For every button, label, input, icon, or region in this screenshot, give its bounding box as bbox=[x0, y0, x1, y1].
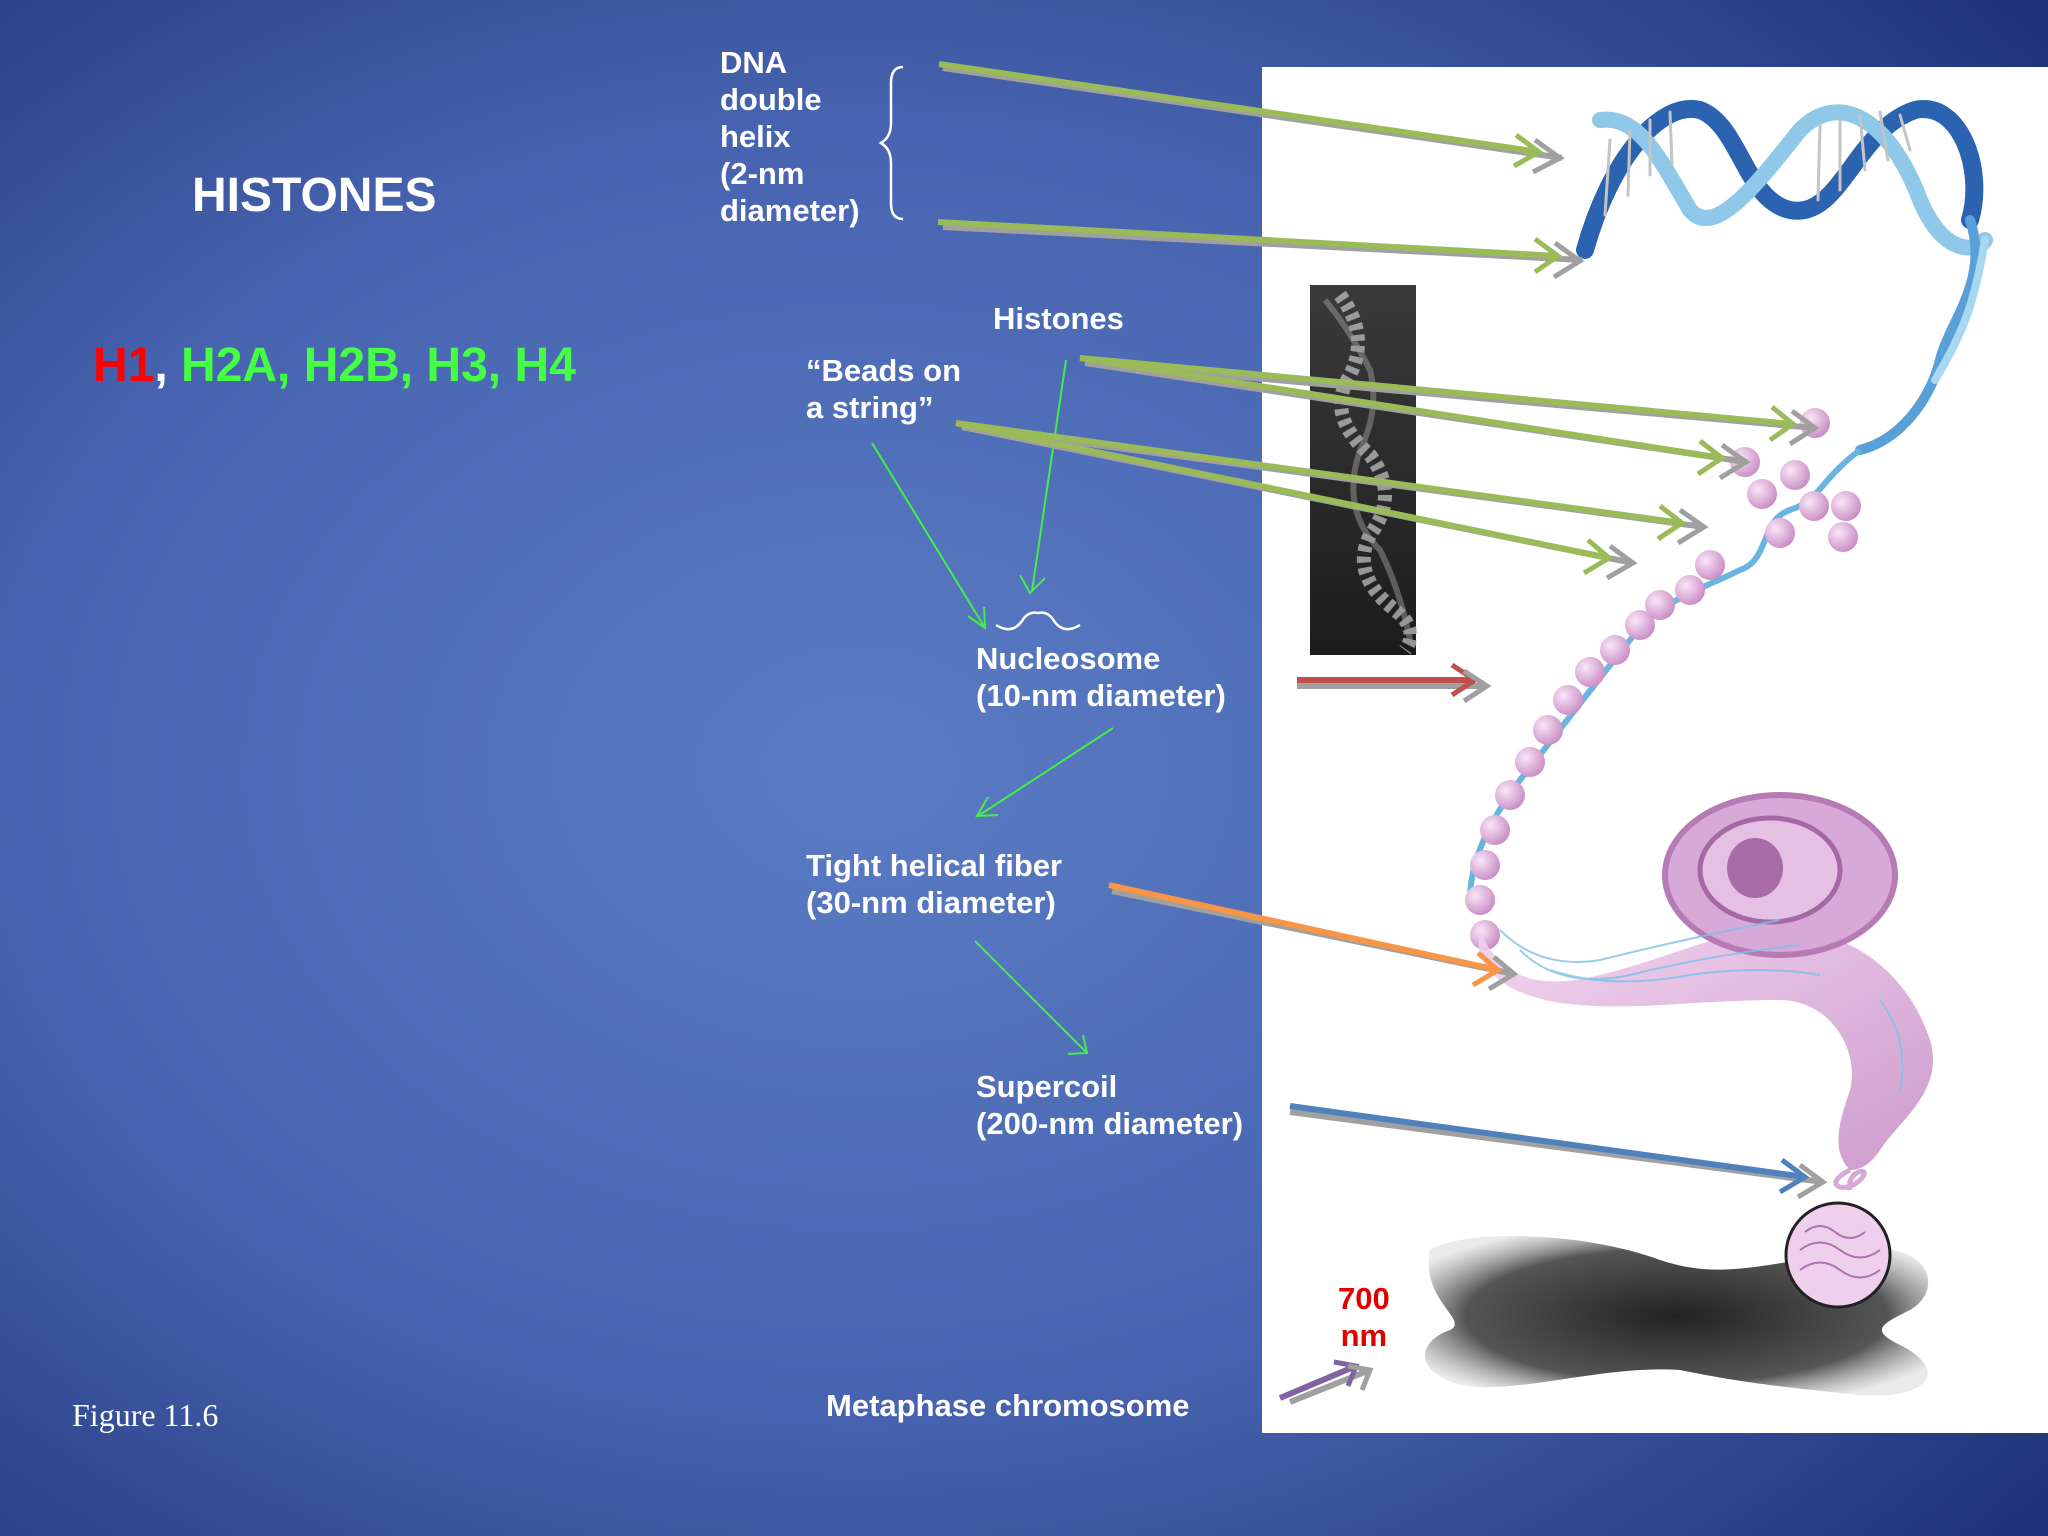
label-histones: Histones bbox=[993, 301, 1124, 336]
arrow-histones-2 bbox=[1079, 355, 1751, 481]
pointer-arrows bbox=[937, 61, 1828, 1405]
arrow-histones-1 bbox=[1079, 355, 1820, 447]
dna-bracket bbox=[878, 65, 904, 221]
label-dna-double-helix: DNA double helix (2-nm diameter) bbox=[720, 45, 860, 228]
flow-arrow-beads bbox=[871, 442, 987, 630]
flow-arrow-histones bbox=[1019, 359, 1067, 595]
arrow-nucleosome bbox=[1297, 662, 1492, 704]
electron-micrograph bbox=[1310, 285, 1418, 655]
arrow-dna-bottom bbox=[937, 219, 1585, 280]
scale-label: 700 nm bbox=[1338, 1281, 1390, 1353]
dna-double-helix bbox=[1576, 99, 1993, 455]
histone-separator: , bbox=[154, 339, 182, 392]
beads-on-string bbox=[1465, 408, 1862, 950]
label-nucleosome: Nucleosome (10-nm diameter) bbox=[976, 641, 1226, 713]
figure-panel bbox=[1262, 67, 2048, 1433]
histone-h1: H1 bbox=[93, 339, 155, 392]
supercoil-fiber bbox=[1478, 792, 1934, 1191]
label-supercoil: Supercoil (200-nm diameter) bbox=[976, 1069, 1244, 1141]
arrow-dna-top bbox=[938, 61, 1565, 175]
arrow-metaphase bbox=[1278, 1359, 1374, 1405]
core-histones: H2A, H2B, H3, H4 bbox=[181, 339, 576, 392]
figure-caption: Figure 11.6 bbox=[72, 1397, 219, 1433]
slide-title: HISTONES bbox=[192, 169, 437, 222]
label-metaphase-chromosome: Metaphase chromosome bbox=[826, 1388, 1190, 1423]
flow-arrows bbox=[871, 359, 1114, 1055]
flow-arrow-fiber bbox=[974, 940, 1089, 1055]
arrow-beads-1 bbox=[955, 420, 1709, 546]
arrow-helical-fiber bbox=[1108, 882, 1519, 992]
arrow-beads-2 bbox=[955, 420, 1638, 581]
metaphase-chromosome bbox=[1425, 1201, 1929, 1396]
arrow-supercoil bbox=[1289, 1103, 1828, 1200]
label-beads-on-string: “Beads on a string” bbox=[806, 353, 962, 425]
nucleosome-bracket bbox=[995, 611, 1081, 631]
flow-arrow-nucleosome bbox=[975, 727, 1114, 818]
histone-list: H1, H2A, H2B, H3, H4 bbox=[93, 338, 576, 394]
label-helical-fiber: Tight helical fiber (30-nm diameter) bbox=[806, 848, 1063, 920]
